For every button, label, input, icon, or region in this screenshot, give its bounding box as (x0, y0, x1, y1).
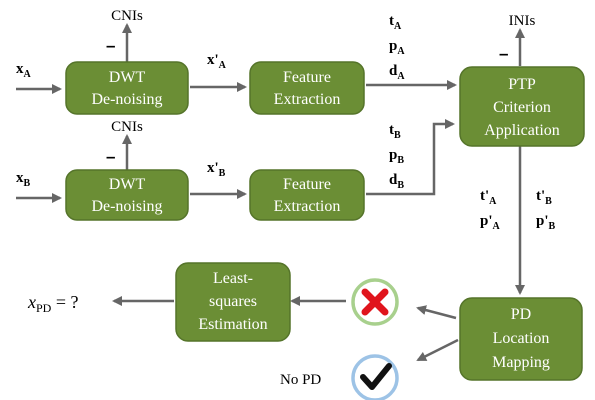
arrow-pd-location-to-cross (416, 305, 457, 320)
arrows (16, 23, 525, 362)
block-lsq-line2: squares (209, 293, 257, 310)
block-ptp-line3: Application (484, 122, 560, 139)
block-feature-extraction-b: Feature Extraction (249, 169, 365, 221)
feature-pa-label: pA (389, 38, 405, 57)
inis-label: INIs (509, 13, 536, 29)
corrected-pa-label: p'A (480, 213, 501, 232)
block-feat-a-line2: Extraction (274, 91, 341, 108)
cnis-label-b: CNIs (111, 119, 143, 135)
denoised-xa-label: x'A (207, 52, 227, 71)
block-pd-location-mapping: PD Location Mapping (459, 297, 583, 381)
block-dwt-b: DWT De-noising (65, 169, 189, 221)
block-feat-b-line1: Feature (283, 176, 331, 193)
no-pd-label: No PD (280, 372, 321, 388)
feature-da-label: dA (389, 63, 405, 82)
block-pd-loc-line1: PD (511, 306, 531, 323)
feature-ta-label: tA (389, 13, 402, 32)
result-xpd-label: xPD = ? (27, 292, 78, 315)
block-lsq-line3: Estimation (198, 316, 267, 333)
cross-mark-icon (351, 278, 399, 326)
block-lsq-line1: Least- (213, 270, 253, 287)
arrow-pd-location-to-no-pd (416, 338, 459, 362)
corrected-tb-label: t'B (536, 188, 552, 207)
minus-sign-a: – (106, 36, 115, 55)
denoised-xb-label: x'B (207, 160, 226, 179)
block-ptp-line1: PTP (508, 76, 536, 93)
block-feat-a-line1: Feature (283, 69, 331, 86)
block-feat-b-line2: Extraction (274, 198, 341, 215)
arrow-feat-b-to-ptp (366, 119, 455, 196)
corrected-ta-label: t'A (480, 188, 497, 207)
minus-sign-b: – (106, 147, 115, 166)
feature-pb-label: pB (389, 147, 404, 166)
block-ptp-line2: Criterion (493, 99, 551, 116)
input-xa-label: xA (16, 61, 32, 80)
block-dwt-b-line1: DWT (109, 176, 146, 193)
block-least-squares: Least- squares Estimation (175, 262, 291, 342)
block-dwt-a-line2: De-noising (91, 91, 162, 108)
check-mark-icon (351, 354, 399, 400)
block-pd-loc-line3: Mapping (492, 354, 550, 371)
cnis-label-a: CNIs (111, 8, 143, 24)
minus-sign-inis: – (499, 44, 508, 63)
block-dwt-a: DWT De-noising (65, 61, 189, 115)
block-dwt-b-line2: De-noising (91, 198, 162, 215)
input-xb-label: xB (16, 170, 31, 189)
block-pd-loc-line2: Location (493, 330, 550, 347)
block-ptp-criterion: PTP Criterion Application (459, 66, 585, 147)
feature-tb-label: tB (389, 122, 401, 141)
corrected-pb-label: p'B (536, 213, 556, 232)
block-dwt-a-line1: DWT (109, 69, 146, 86)
block-feature-extraction-a: Feature Extraction (249, 61, 365, 115)
feature-db-label: dB (389, 172, 404, 191)
